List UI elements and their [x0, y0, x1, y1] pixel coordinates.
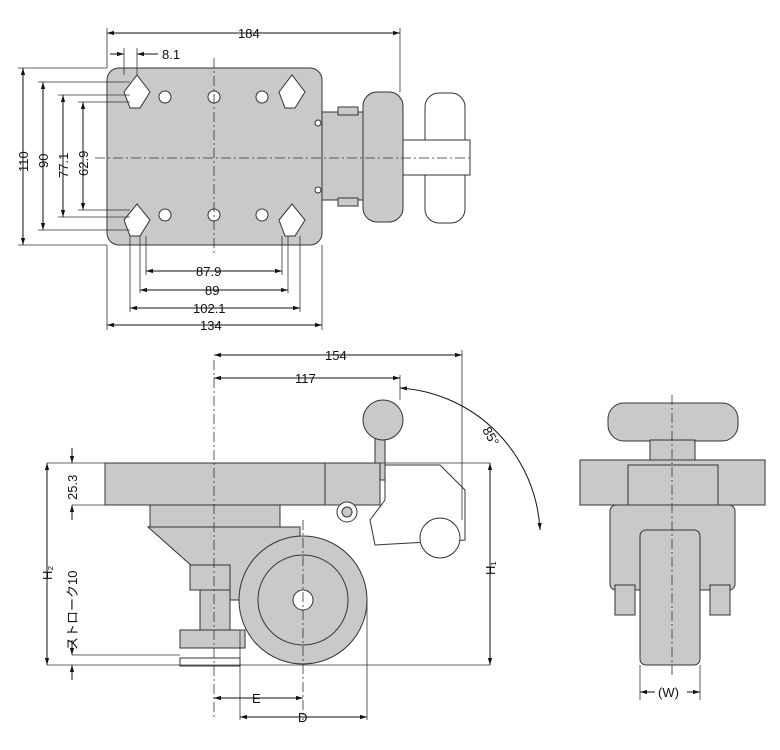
dim-134: 134	[200, 318, 222, 333]
lever-knob	[362, 399, 404, 441]
dim-117: 117	[295, 371, 316, 386]
dim-87-9: 87.9	[196, 264, 221, 279]
bracket-pin	[337, 197, 359, 207]
dim-stroke-10: ストローク10	[65, 571, 80, 650]
ghost-knob-stem	[399, 139, 471, 176]
mounting-plate	[106, 67, 323, 246]
dim-184: 184	[238, 26, 260, 41]
dim-e: E	[252, 691, 261, 706]
dim-89: 89	[205, 283, 219, 298]
lock-bracket	[317, 111, 364, 201]
dim-154: 154	[325, 348, 347, 363]
dim-h1: H₁	[483, 561, 498, 575]
dim-h2: H₂	[40, 566, 55, 580]
dim-62-9: 62.9	[76, 151, 91, 176]
front-knob	[607, 402, 739, 442]
dim-77-1: 77.1	[56, 153, 71, 178]
front-wheel	[639, 529, 701, 666]
bracket-pin	[337, 106, 359, 116]
top-view: 184 8.1 110 90 77.1 62.9 87.9 89 102.1 1…	[16, 26, 471, 333]
side-view: 154 117 85° 25.3 H₂ ストローク10 H₁ E D	[40, 348, 542, 725]
top-plate	[104, 462, 326, 506]
dim-110: 110	[16, 151, 31, 172]
leveling-pad	[179, 629, 246, 649]
dim-d: D	[298, 710, 307, 725]
dim-102-1: 102.1	[193, 301, 226, 316]
dim-w: (W)	[658, 685, 679, 700]
leveling-screw	[199, 589, 231, 631]
dim-25-3: 25.3	[65, 475, 80, 500]
lock-knob	[362, 91, 404, 223]
dim-90: 90	[36, 154, 51, 168]
bolt-holes	[158, 90, 322, 222]
mounting-slots	[123, 74, 306, 237]
dim-85-deg: 85°	[479, 424, 502, 449]
dim-8-1: 8.1	[162, 47, 180, 62]
front-view: (W)	[579, 395, 766, 700]
